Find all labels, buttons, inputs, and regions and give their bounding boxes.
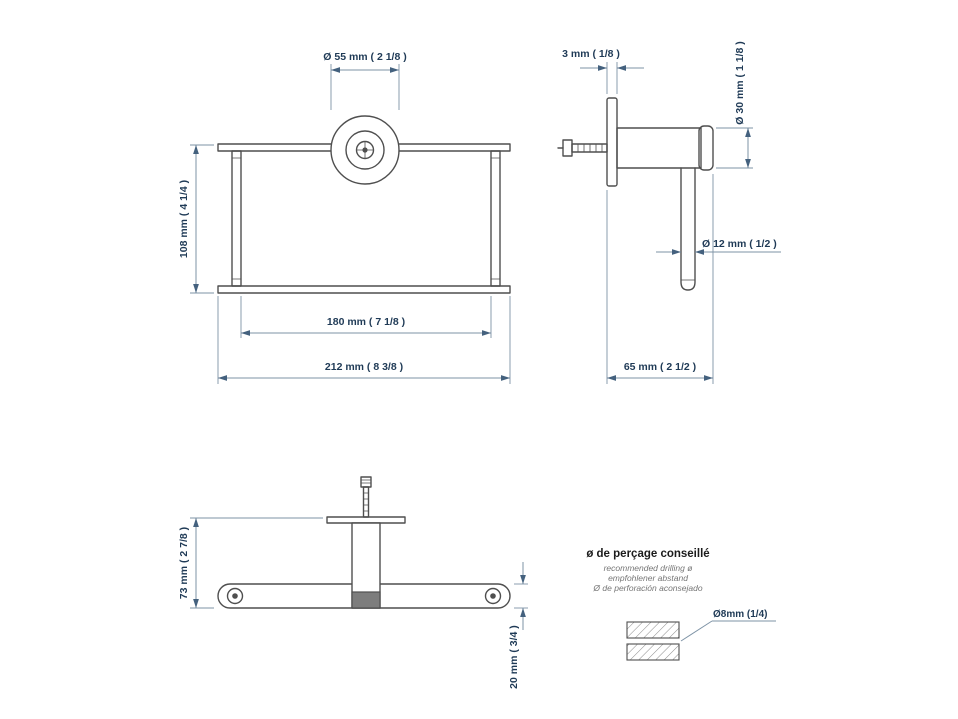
mount-arm (616, 127, 702, 169)
wall-section-upper (626, 621, 680, 639)
hole-leader-line (680, 620, 713, 642)
front-view (217, 115, 511, 294)
bottom-rail (217, 285, 511, 294)
left-end-cap (226, 587, 244, 605)
dim-depth: 65 mm ( 2 1/2 ) (624, 361, 696, 373)
wall-section-lower (626, 643, 680, 661)
dim-plate-thickness: 3 mm ( 1/8 ) (562, 48, 620, 60)
front-view-dimensions: Ø 55 mm ( 2 1/8 ) 108 mm ( 4 1/4 ) 180 m… (178, 51, 511, 384)
dim-overall-width: 212 mm ( 8 3/8 ) (325, 361, 403, 373)
side-view-dimensions: 3 mm ( 1/8 ) Ø 30 mm ( 1 1/8 ) Ø 12 mm (… (562, 41, 781, 384)
arm-end-cap (698, 125, 714, 171)
dim-bar-diameter: Ø 12 mm ( 1/2 ) (702, 238, 777, 250)
side-view (557, 97, 714, 291)
ring-edge (680, 167, 696, 291)
drilling-note-title: ø de perçage conseillé (586, 548, 709, 560)
hole-diameter-label: Ø8mm (1/4) (713, 609, 767, 620)
right-post (490, 150, 501, 287)
dim-rosette-diameter: Ø 30 mm ( 1 1/8 ) (734, 41, 746, 124)
dim-bar-thickness: 20 mm ( 3/4 ) (508, 625, 520, 689)
screw-head (360, 476, 372, 488)
column-cap (351, 591, 381, 609)
flange-plate (326, 516, 406, 524)
drilling-note: ø de perçage conseillé recommended drill… (586, 548, 776, 661)
drilling-note-es: Ø de perforación aconsejado (592, 583, 702, 593)
drilling-note-de: empfohlener abstand (608, 573, 688, 583)
dim-top-depth: 73 mm ( 2 7/8 ) (178, 527, 190, 599)
dim-height: 108 mm ( 4 1/4 ) (178, 180, 190, 258)
dim-ring-diameter: Ø 55 mm ( 2 1/8 ) (323, 51, 406, 63)
drilling-note-en: recommended drilling ø (604, 563, 693, 573)
wall-plate (606, 97, 618, 187)
left-post (231, 150, 242, 287)
dim-inner-width: 180 mm ( 7 1/8 ) (327, 316, 405, 328)
screw-shaft (362, 486, 370, 518)
right-end-cap (484, 587, 502, 605)
top-view (217, 476, 511, 609)
top-view-dimensions: 73 mm ( 2 7/8 ) 20 mm ( 3/4 ) (178, 517, 528, 689)
